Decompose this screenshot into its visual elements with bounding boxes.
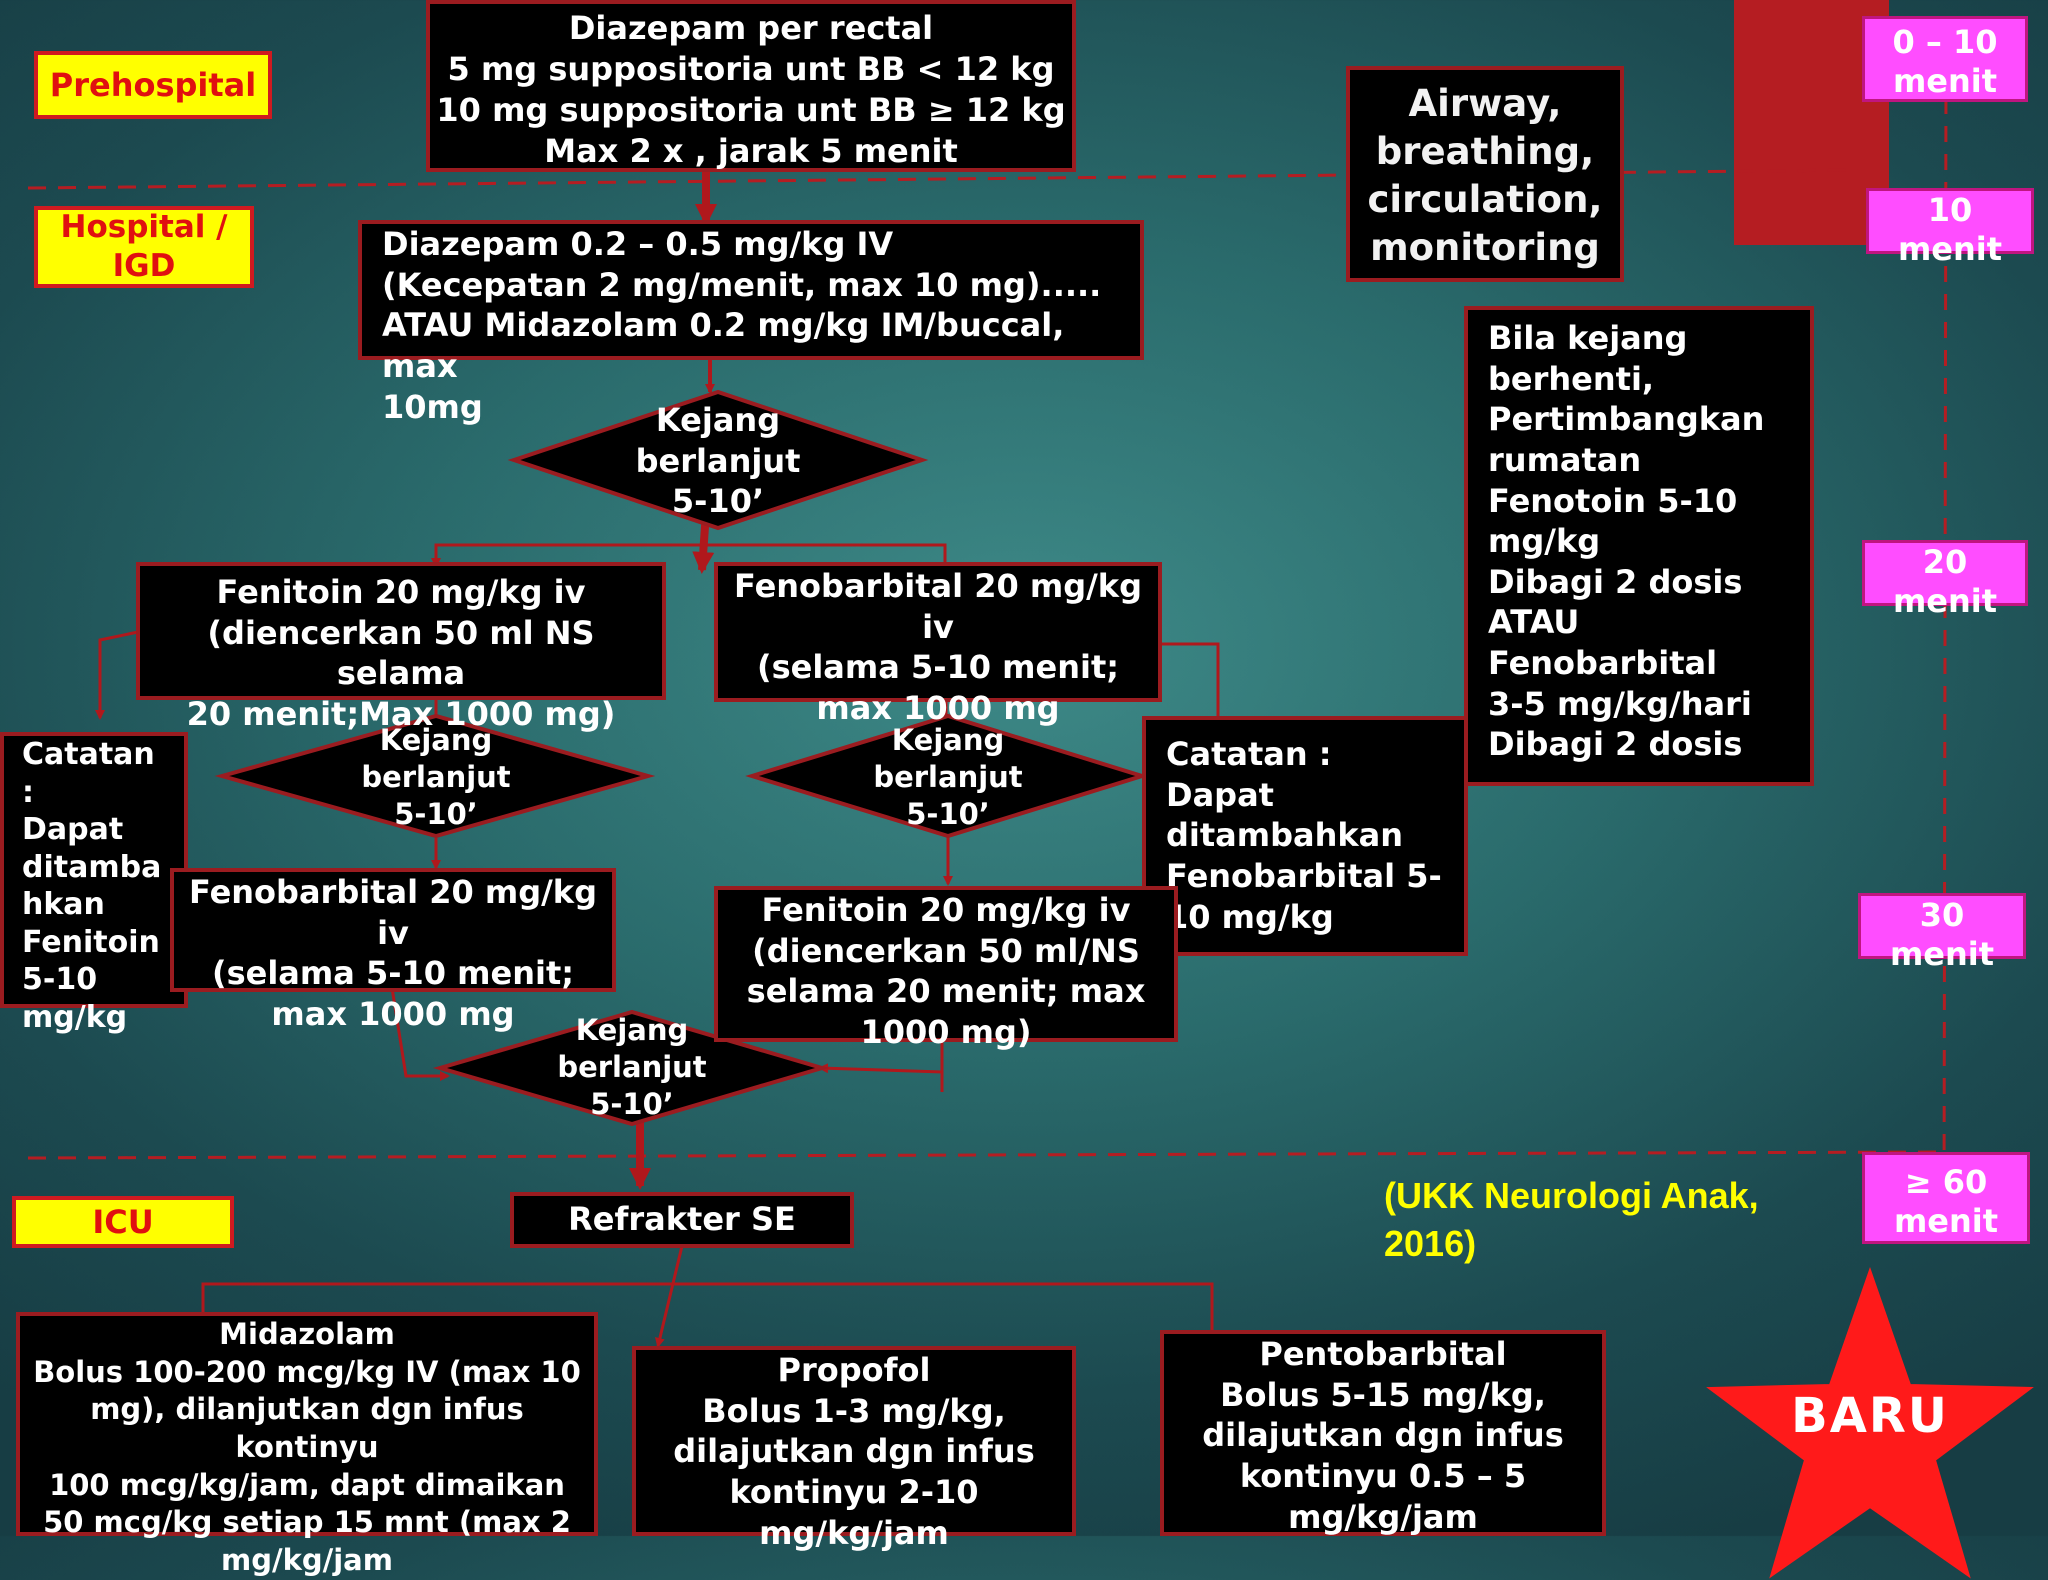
- decision-text-3: Kejang berlanjut 5-10’: [873, 723, 1023, 831]
- box-fenobarbital-1: Fenobarbital 20 mg/kg iv (selama 5-10 me…: [714, 562, 1162, 727]
- decision-text-4: Kejang berlanjut 5-10’: [557, 1013, 707, 1121]
- box-note-right: Catatan : Dapat ditambahkan Fenobarbital…: [1142, 716, 1468, 956]
- decision-diamond-2: [214, 713, 656, 839]
- box-diazepam-iv: Diazepam 0.2 – 0.5 mg/kg IV (Kecepatan 2…: [358, 220, 1144, 426]
- phase-divider-2: [27, 1150, 1941, 1160]
- citation-text: (UKK Neurologi Anak, 2016): [1384, 1175, 1759, 1264]
- phase-label-hospital: Hospital / IGD: [34, 206, 254, 288]
- time-marker-60: ≥ 60 menit: [1862, 1152, 2030, 1244]
- time-marker-10: 10 menit: [1866, 188, 2034, 268]
- phase-label-icu: ICU: [12, 1196, 234, 1248]
- box-fenitoin-2: Fenitoin 20 mg/kg iv (diencerkan 50 ml/N…: [714, 886, 1178, 1051]
- phase-label-prehospital: Prehospital: [34, 51, 272, 119]
- decision-text-1: Kejang berlanjut 5-10’: [635, 401, 801, 521]
- box-refrakter: Refrakter SE: [510, 1192, 854, 1248]
- box-pentobarbital: Pentobarbital Bolus 5-15 mg/kg, dilajutk…: [1160, 1330, 1606, 1536]
- box-maintenance: Bila kejang berhenti, Pertimbangkan ruma…: [1464, 306, 1814, 786]
- box-fenobarbital-2: Fenobarbital 20 mg/kg iv (selama 5-10 me…: [170, 868, 616, 1033]
- time-marker-0-10: 0 – 10 menit: [1862, 16, 2028, 102]
- box-abc-monitoring: Airway, breathing, circulation, monitori…: [1346, 66, 1624, 282]
- box-fenitoin-1: Fenitoin 20 mg/kg iv (diencerkan 50 ml N…: [136, 562, 666, 733]
- star-label: BARU: [1791, 1388, 1949, 1444]
- box-midazolam: Midazolam Bolus 100-200 mcg/kg IV (max 1…: [16, 1312, 598, 1577]
- star-icon: [1706, 1266, 2034, 1579]
- decision-text-2: Kejang berlanjut 5-10’: [361, 723, 511, 831]
- phase-divider-1: [27, 168, 1861, 190]
- box-note-left: Catatan : Dapat ditamba hkan Fenitoin 5-…: [0, 732, 188, 1035]
- box-propofol: Propofol Bolus 1-3 mg/kg, dilajutkan dgn…: [632, 1346, 1076, 1552]
- decision-diamond-1: [507, 389, 929, 531]
- time-marker-20: 20 menit: [1862, 540, 2028, 620]
- box-diazepam-rectal: Diazepam per rectal 5 mg suppositoria un…: [426, 0, 1076, 172]
- time-marker-30: 30 menit: [1858, 893, 2026, 973]
- timeline-line: [1942, 69, 1948, 1211]
